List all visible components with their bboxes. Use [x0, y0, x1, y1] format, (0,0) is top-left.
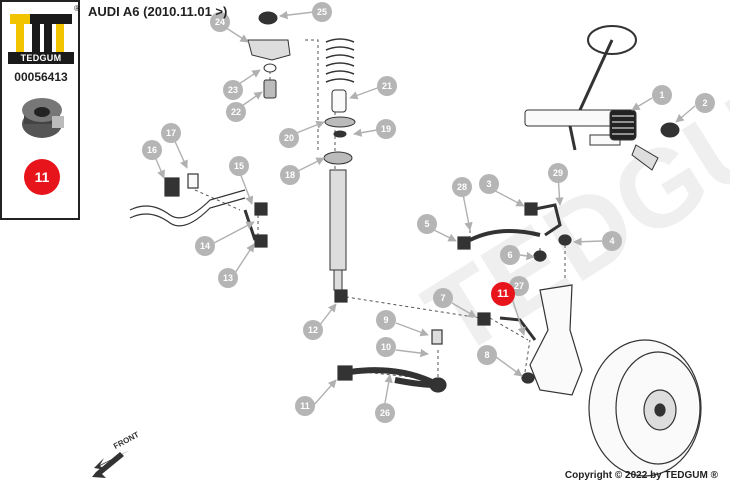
svg-text:15: 15	[234, 161, 244, 171]
svg-text:10: 10	[381, 342, 391, 352]
svg-text:29: 29	[553, 168, 563, 178]
svg-text:25: 25	[317, 7, 327, 17]
bushing-thumbnail-icon	[22, 98, 64, 138]
vehicle-title: AUDI A6 (2010.11.01 >)	[88, 4, 228, 19]
svg-text:26: 26	[380, 408, 390, 418]
front-direction-arrow	[94, 450, 130, 470]
registered-mark: ®	[74, 4, 80, 13]
svg-text:7: 7	[440, 293, 445, 303]
selected-part-badge: 11	[24, 159, 60, 195]
callout-7[interactable]: 7	[433, 288, 453, 308]
callout-15[interactable]: 15	[229, 156, 249, 176]
callout-11-lower[interactable]: 11	[295, 396, 315, 416]
callout-18[interactable]: 18	[280, 165, 300, 185]
callout-22[interactable]: 22	[226, 102, 246, 122]
svg-text:21: 21	[382, 81, 392, 91]
callout-20[interactable]: 20	[279, 128, 299, 148]
brand-name: TEDGUM	[8, 52, 74, 64]
callout-23[interactable]: 23	[223, 80, 243, 100]
callout-19[interactable]: 19	[376, 119, 396, 139]
callout-1[interactable]: 1	[652, 85, 672, 105]
tedgum-logo-icon	[10, 14, 72, 56]
svg-text:4: 4	[609, 236, 614, 246]
callout-4[interactable]: 4	[602, 231, 622, 251]
svg-text:20: 20	[284, 133, 294, 143]
svg-text:22: 22	[231, 107, 241, 117]
steering-assembly	[524, 25, 680, 171]
callout-25[interactable]: 25	[312, 2, 332, 22]
front-arrow-shape	[92, 452, 124, 478]
svg-text:5: 5	[424, 219, 429, 229]
callout-10[interactable]: 10	[376, 337, 396, 357]
callout-13[interactable]: 13	[218, 268, 238, 288]
svg-text:8: 8	[484, 350, 489, 360]
callout-28[interactable]: 28	[452, 177, 472, 197]
svg-text:27: 27	[514, 281, 524, 291]
callout-26[interactable]: 26	[375, 403, 395, 423]
svg-text:11: 11	[300, 401, 310, 411]
svg-text:9: 9	[383, 315, 388, 325]
callout-2[interactable]: 2	[695, 93, 715, 113]
wheel-carrier	[499, 284, 583, 396]
svg-text:24: 24	[215, 17, 225, 27]
anti-roll-bar	[129, 173, 268, 248]
svg-text:1: 1	[659, 90, 664, 100]
svg-text:19: 19	[381, 124, 391, 134]
svg-text:16: 16	[147, 145, 157, 155]
svg-text:6: 6	[507, 250, 512, 260]
callout-17[interactable]: 17	[161, 123, 181, 143]
wheel-tyre	[588, 339, 702, 477]
callout-24[interactable]: 24	[210, 12, 230, 32]
svg-text:3: 3	[486, 179, 491, 189]
svg-text:14: 14	[200, 241, 210, 251]
callout-8[interactable]: 8	[477, 345, 497, 365]
svg-text:23: 23	[228, 85, 238, 95]
callout-6[interactable]: 6	[500, 245, 520, 265]
callout-21[interactable]: 21	[377, 76, 397, 96]
svg-text:17: 17	[166, 128, 176, 138]
callout-12[interactable]: 12	[303, 320, 323, 340]
svg-text:2: 2	[702, 98, 707, 108]
callout-11-highlighted[interactable]: 11	[491, 282, 515, 306]
strut-top-assembly	[247, 11, 356, 291]
callout-9[interactable]: 9	[376, 310, 396, 330]
callout-5[interactable]: 5	[417, 214, 437, 234]
part-number: 00056413	[14, 70, 68, 84]
product-sidebar: ® TEDGUM 00056413 11	[0, 0, 80, 220]
upper-control-arms	[457, 202, 572, 262]
svg-text:18: 18	[285, 170, 295, 180]
svg-text:12: 12	[308, 325, 318, 335]
callout-3[interactable]: 3	[479, 174, 499, 194]
svg-text:13: 13	[223, 273, 233, 283]
lower-control-arm	[334, 289, 491, 393]
svg-text:28: 28	[457, 182, 467, 192]
callout-16[interactable]: 16	[142, 140, 162, 160]
callout-29[interactable]: 29	[548, 163, 568, 183]
callout-14[interactable]: 14	[195, 236, 215, 256]
copyright-footer: Copyright © 2022 by TEDGUM ®	[564, 470, 718, 481]
